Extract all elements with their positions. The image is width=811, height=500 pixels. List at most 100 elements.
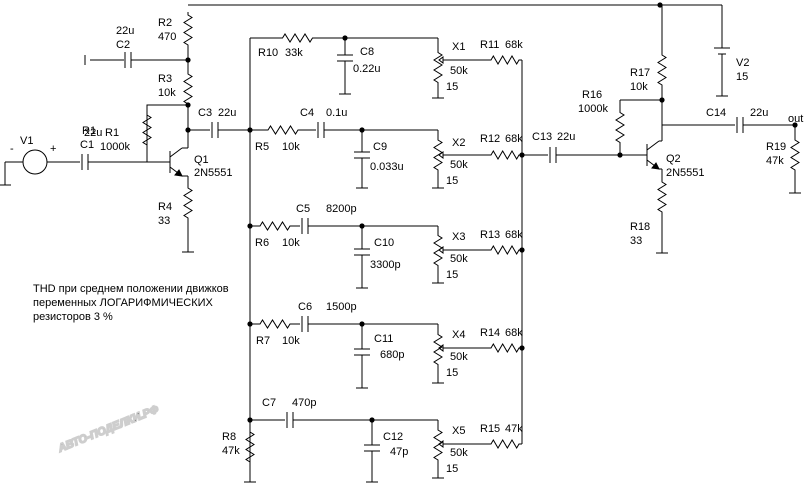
label-c7: C7 [262,397,276,409]
label-r8v: 47k [222,445,240,457]
resistor-r13 [488,245,522,255]
label-c1: C1 [80,139,94,151]
ground-symbol [432,470,444,479]
label-r12v: 68k [505,133,523,145]
label-c12: C12 [383,431,403,443]
label-c10v: 3300p [370,259,401,271]
resistor-r8 [245,420,255,474]
battery-v2 [714,47,730,55]
capacitor-c9 [354,151,370,159]
label-c3: C3 [198,107,212,119]
potentiometer-x3 [433,226,443,275]
junction-dot [185,102,191,108]
label-x1v: 50k [450,65,468,77]
ground-symbol [432,375,444,384]
label-c9: C9 [373,141,387,153]
label-r19v: 47k [766,155,784,167]
label-c2: C2 [116,39,130,51]
junction-dot [519,152,525,158]
junction-dot [359,127,365,133]
label-x3p: 15 [446,269,458,281]
label-r16v: 1000k [578,103,608,115]
potentiometer-wiper [438,151,452,159]
junction-dot [342,35,348,41]
ground-symbol [432,275,444,284]
label-x3: X3 [452,231,465,243]
capacitor-c4 [317,122,325,138]
resistor-r16 [615,100,625,155]
label-x2v: 50k [450,159,468,171]
junction-dot [519,345,525,351]
label-plus: + [50,143,56,155]
label-r2v: 470 [158,31,176,43]
ground-symbol [432,180,444,189]
transistor-q2 [646,140,660,170]
ground-symbol [339,86,351,95]
label-c2v: 22u [116,25,134,37]
label-r2: R2 [158,17,172,29]
label-c4: C4 [300,107,314,119]
ground-symbol [432,90,444,99]
label-x5v: 50k [450,447,468,459]
label-r14: R14 [480,327,500,339]
label-c14: C14 [706,107,726,119]
label-r5v: 10k [282,141,300,153]
label-r19: R19 [766,141,786,153]
label-r1: R1 [105,127,119,139]
label-c11v: 680p [380,349,404,361]
label-x2: X2 [452,137,465,149]
label-out: out [788,113,803,125]
label-c5v: 8200p [326,203,357,215]
label-x5: X5 [452,425,465,437]
label-r15v: 47k [505,423,523,435]
label-r7: R7 [256,335,270,347]
label-r10v: 33k [285,47,303,59]
capacitor-c14 [736,117,744,133]
label-r7v: 10k [282,335,300,347]
label-x2p: 15 [446,175,458,187]
capacitor-c11 [354,348,370,356]
label-r12: R12 [480,133,500,145]
label-r5: R5 [255,141,269,153]
label-c4v: 0.1u [326,107,347,119]
label-q2: Q2 [666,153,681,165]
label-r6v: 10k [282,237,300,249]
resistor-r10 [250,33,345,43]
label-r4: R4 [158,201,172,213]
junction-dot [519,247,525,253]
label-minus: - [10,143,14,155]
potentiometer-x4 [433,324,443,375]
capacitor-c2 [124,52,132,68]
label-r17: R17 [630,67,650,79]
potentiometer-x1 [433,45,443,90]
label-c8v: 0.22u [353,63,381,75]
capacitor-c8 [337,54,353,62]
ground-symbol [656,245,668,254]
label-x4v: 50k [450,351,468,363]
label-r6: R6 [255,237,269,249]
junction-dot [657,2,663,8]
label-r1v: 1000k [100,141,130,153]
watermark-text: АВТО-ПОДЕЛКИ.РФ [56,403,161,455]
ground-symbol [366,474,378,483]
resistor-r5 [250,125,316,135]
capacitor-c5 [301,218,309,234]
transistor-q1 [169,147,183,177]
label-q2t: 2N5551 [666,167,705,179]
capacitor-c3 [211,122,219,138]
circuit-wires [4,4,795,474]
label-c10: C10 [374,237,394,249]
thd-note: THD при среднем положении движков переме… [33,283,229,323]
label-x4: X4 [452,329,465,341]
potentiometer-wiper [438,246,452,254]
label-r10: R10 [258,47,278,59]
resistor-r15 [488,439,522,449]
junction-dot [185,127,191,133]
label-c13v: 22u [557,131,575,143]
label-c6: C6 [298,301,312,313]
junction-dot [359,321,365,327]
resistor-r2 [183,12,193,48]
ground-symbol [356,380,368,389]
